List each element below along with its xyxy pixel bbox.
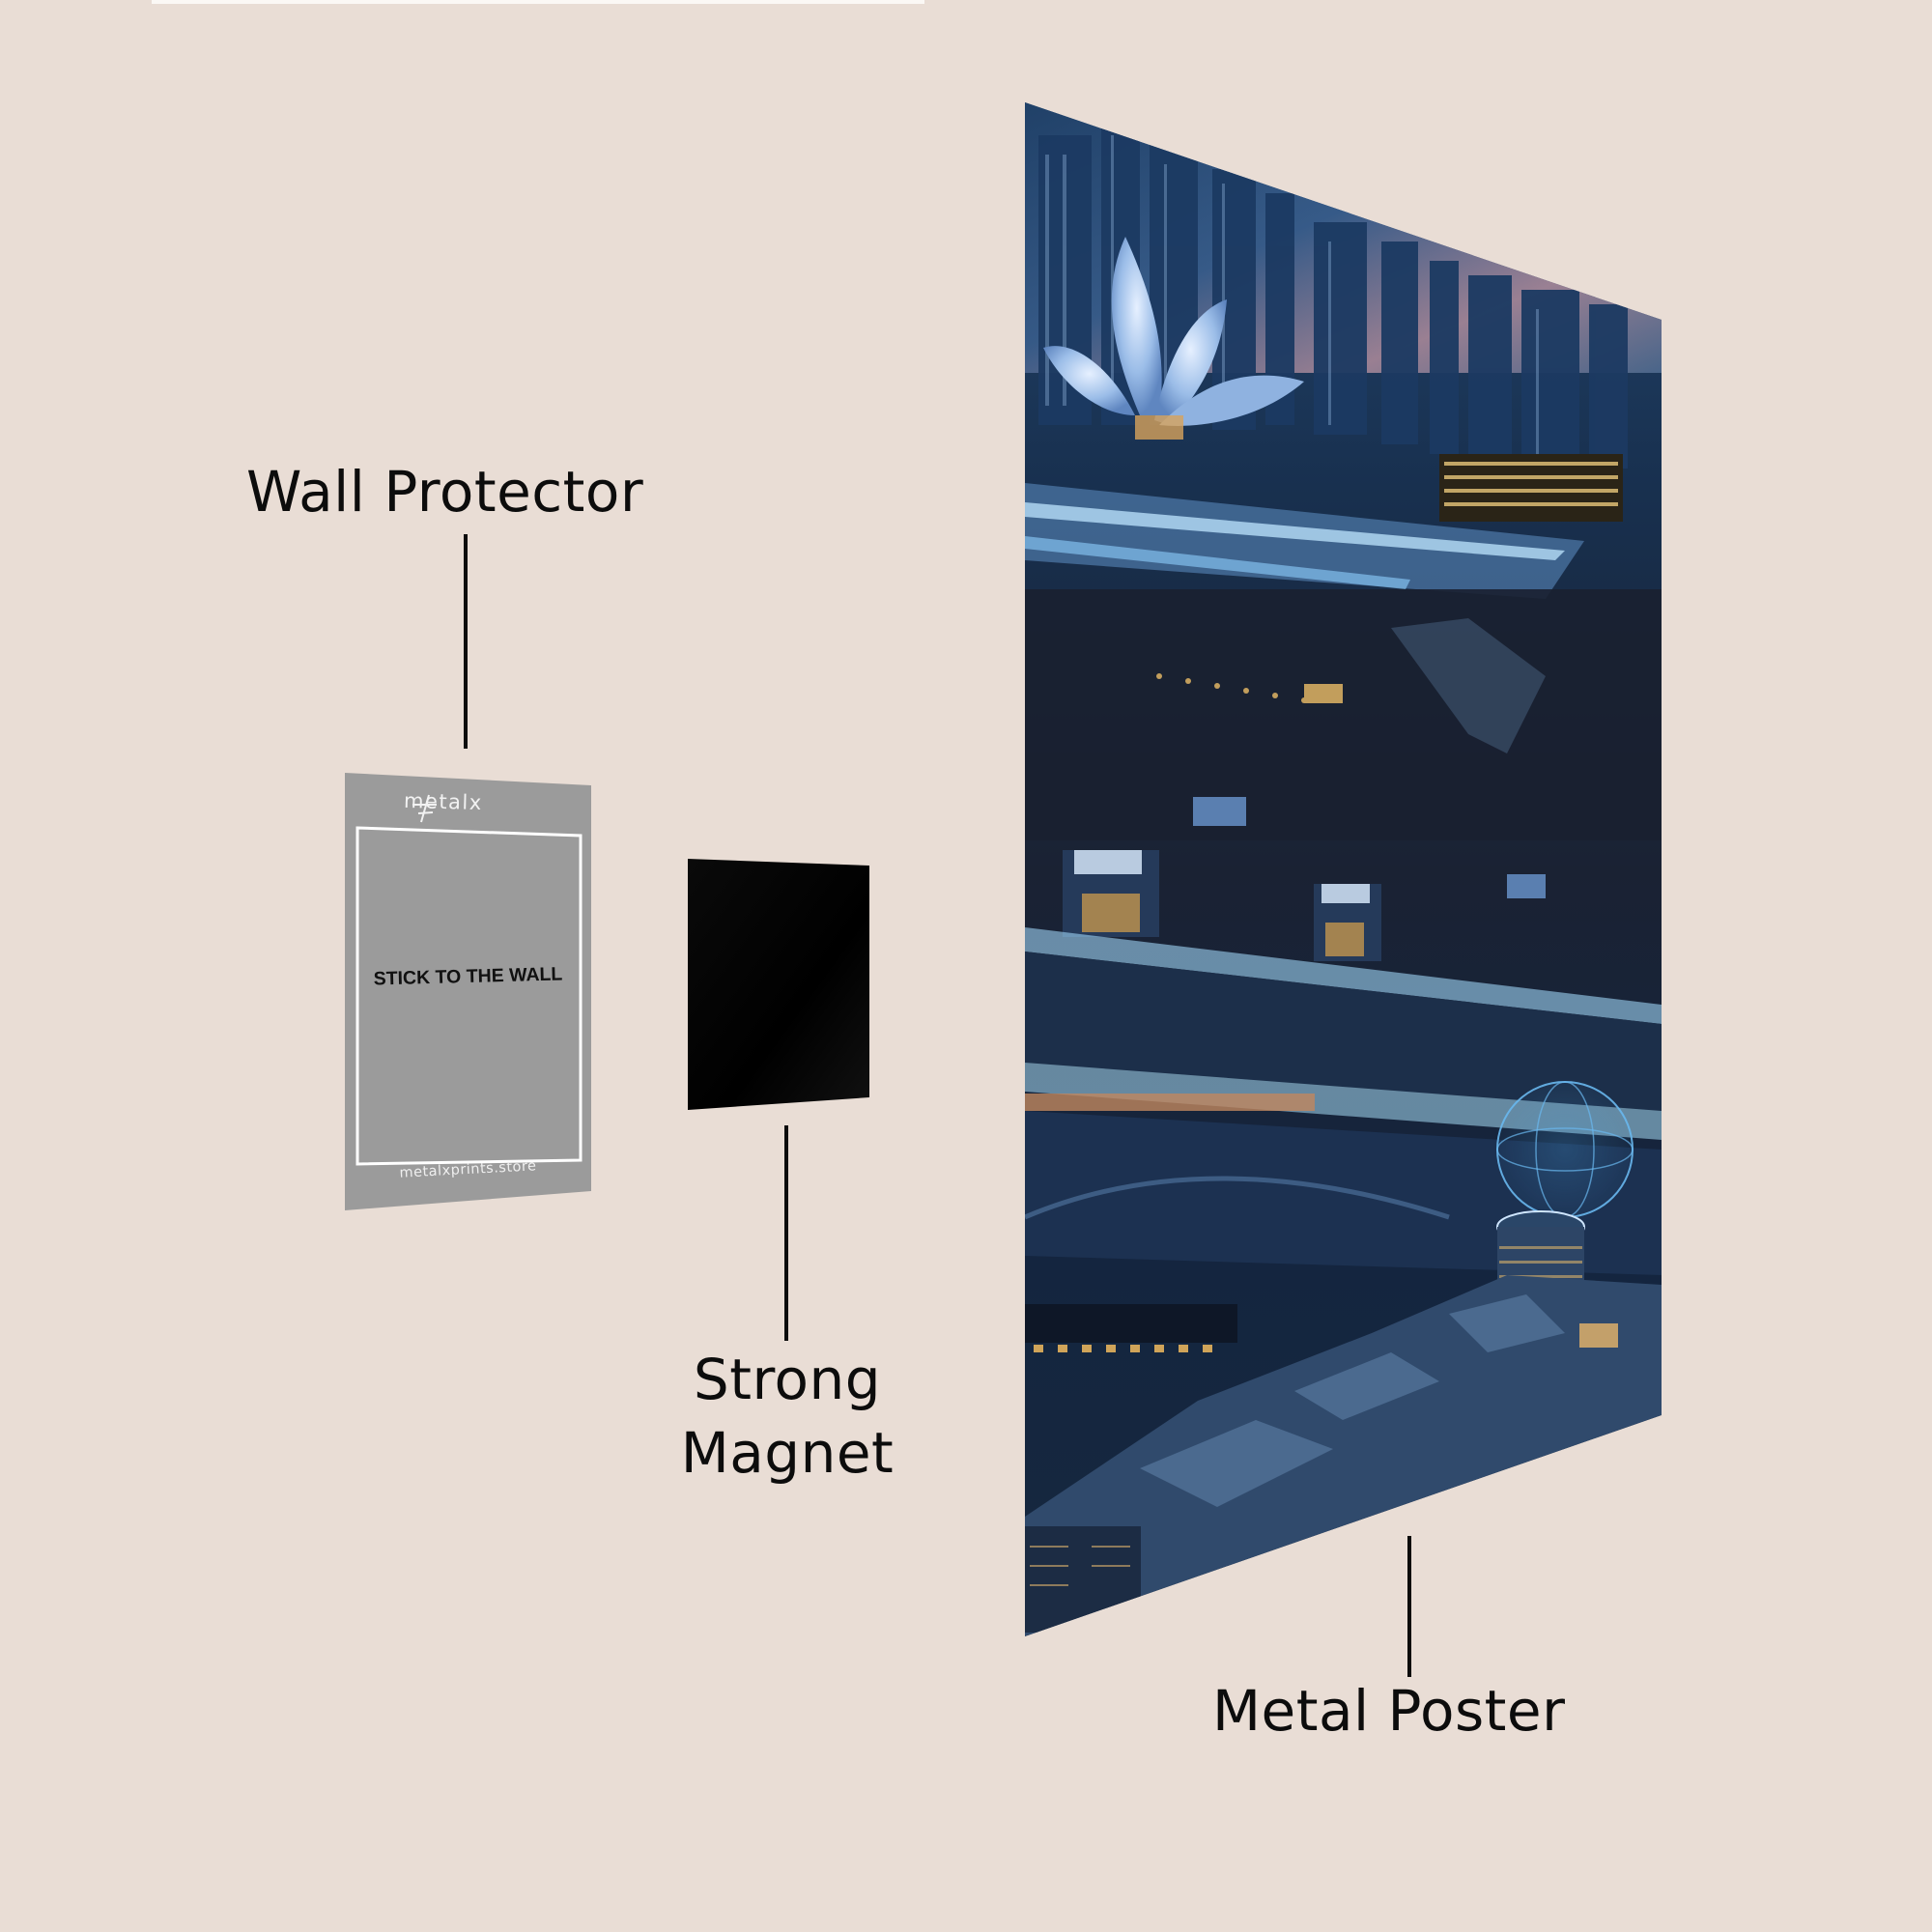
barge-structures — [1063, 797, 1546, 961]
lotus-building — [1043, 237, 1304, 440]
metal-poster-image — [1025, 102, 1662, 1636]
strong-magnet-label-line2: Magnet — [680, 1420, 895, 1486]
metalx-logo-icon — [412, 794, 437, 823]
top-edge-bar — [152, 0, 924, 4]
wall-protector-panel — [345, 773, 591, 1210]
strong-magnet-label: Strong Magnet — [667, 1343, 908, 1490]
metal-poster-connector-line — [1407, 1536, 1411, 1677]
strong-magnet-connector-line — [784, 1125, 788, 1341]
strong-magnet-plate — [688, 859, 869, 1110]
metalx-logo-text: metalx — [403, 788, 484, 815]
wall-protector-connector-line — [464, 534, 468, 749]
metal-poster-label: Metal Poster — [1212, 1678, 1566, 1744]
hologram-globe — [1496, 1081, 1634, 1218]
wall-protector-label: Wall Protector — [246, 459, 644, 525]
strong-magnet-label-line1: Strong — [693, 1347, 882, 1412]
